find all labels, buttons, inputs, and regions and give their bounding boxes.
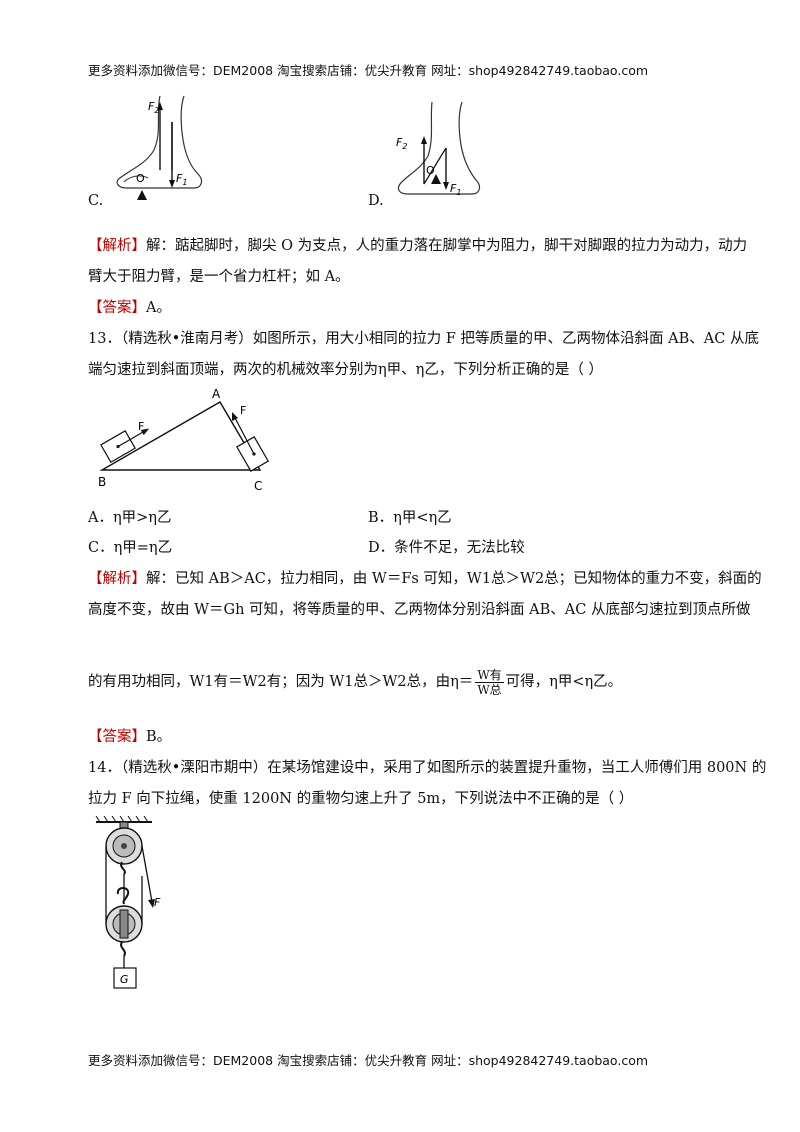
fig-c-label: C. bbox=[88, 193, 104, 209]
q12-answer: 【答案】A。 bbox=[88, 300, 171, 316]
q13-answer: 【答案】B。 bbox=[88, 729, 172, 745]
page-header: 更多资料添加微信号：DEM2008 淘宝搜索店铺：优尖升教育 网址：shop49… bbox=[88, 63, 649, 78]
page-footer: 更多资料添加微信号：DEM2008 淘宝搜索店铺：优尖升教育 网址：shop49… bbox=[88, 1053, 649, 1068]
force-f2-label: F2 bbox=[148, 100, 159, 115]
svg-text:F1: F1 bbox=[450, 182, 461, 197]
incline-figure: A B C F F bbox=[98, 388, 270, 493]
q14-stem-line1: 14．（精选秋•溧阳市期中）在某场馆建设中，采用了如图所示的装置提升重物，当工人… bbox=[88, 760, 767, 776]
q12-analysis-line2: 臂大于阻力臂，是一个省力杠杆；如 A。 bbox=[88, 269, 350, 285]
q13-stem-line2: 端匀速拉到斜面顶端，两次的机械效率分别为η甲、η乙，下列分析正确的是（ ） bbox=[88, 362, 603, 378]
analysis-tag: 【解析】 bbox=[88, 238, 146, 254]
weight-block bbox=[113, 967, 137, 989]
label-a: A bbox=[212, 388, 221, 401]
label-b: B bbox=[98, 475, 106, 489]
foot-outline bbox=[116, 95, 203, 189]
svg-text:O: O bbox=[426, 164, 435, 177]
svg-text:F2: F2 bbox=[396, 136, 407, 151]
svg-text:F: F bbox=[138, 420, 144, 433]
q14-stem-line2: 拉力 F 向下拉绳，使重 1200N 的重物匀速上升了 5m，下列说法中不正确的… bbox=[88, 791, 634, 807]
q13-analysis-line1: 【解析】解：已知 AB＞AC，拉力相同，由 W＝Fs 可知，W1总＞W2总；已知… bbox=[88, 571, 762, 587]
q13-option-c[interactable]: C．η甲=η乙 bbox=[88, 540, 173, 556]
fig-d-label: D. bbox=[368, 193, 384, 209]
q13-stem-line1: 13．（精选秋•淮南月考）如图所示，用大小相同的拉力 F 把等质量的甲、乙两物体… bbox=[88, 331, 759, 347]
force-f1-label: F1 bbox=[176, 172, 187, 187]
weight-label: G bbox=[120, 973, 129, 986]
foot-lever-figure-c: F2 F1 O bbox=[116, 95, 203, 200]
q13-analysis-line2: 高度不变，故由 W＝Gh 可知，将等质量的甲、乙两物体分别沿斜面 AB、AC 从… bbox=[88, 602, 751, 618]
pivot-o-label: O bbox=[136, 172, 145, 185]
svg-text:F: F bbox=[240, 404, 246, 417]
fulcrum bbox=[137, 190, 147, 200]
q13-option-b[interactable]: B．η甲<η乙 bbox=[368, 510, 452, 526]
label-c: C bbox=[254, 479, 262, 493]
q13-option-d[interactable]: D．条件不足，无法比较 bbox=[368, 540, 525, 556]
foot-lever-figure-d: F2 F1 O bbox=[396, 101, 481, 197]
q13-option-a[interactable]: A．η甲>η乙 bbox=[88, 510, 172, 526]
pulley-figure: G F bbox=[95, 816, 161, 989]
q12-analysis-line1: 【解析】解：踮起脚时，脚尖 O 为支点，人的重力落在脚掌中为阻力，脚干对脚跟的拉… bbox=[88, 238, 748, 254]
force-label: F bbox=[154, 896, 161, 909]
fulcrum bbox=[431, 174, 441, 184]
